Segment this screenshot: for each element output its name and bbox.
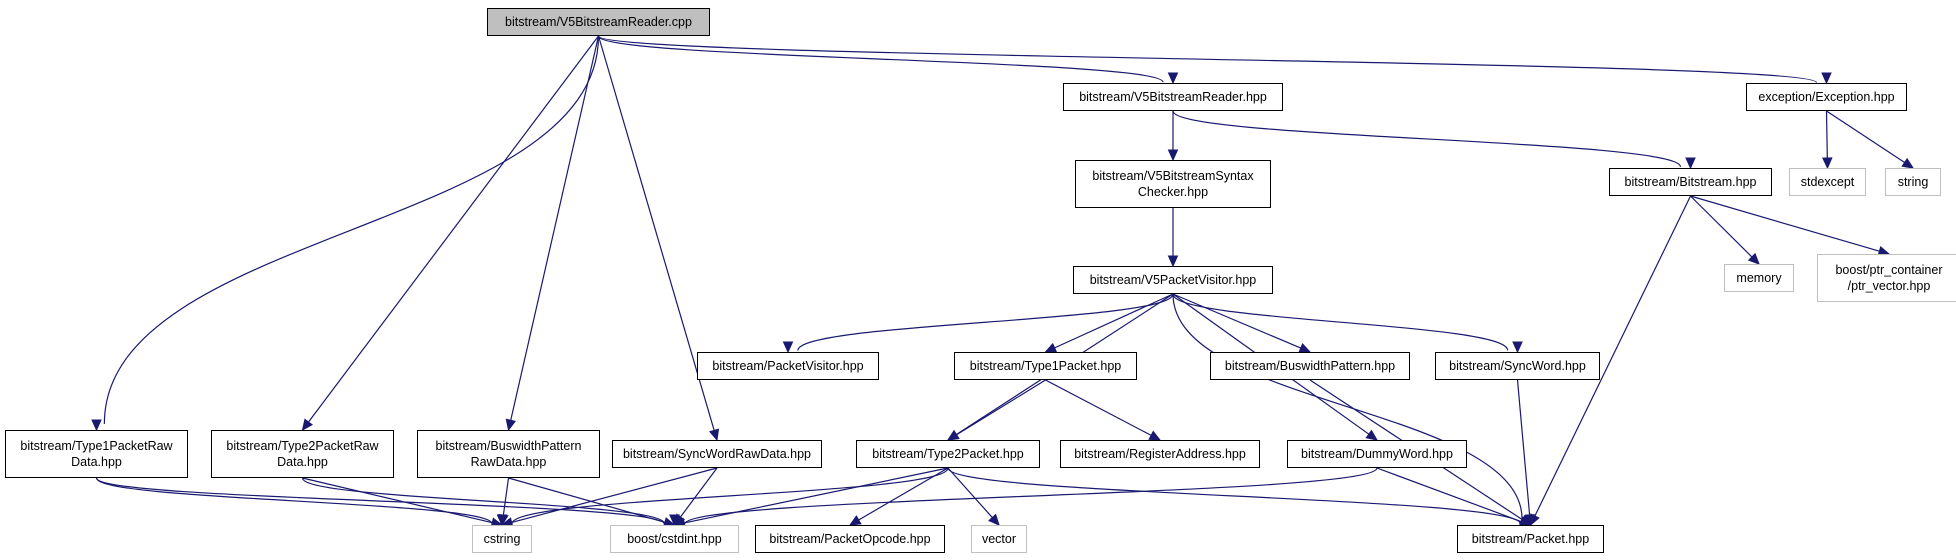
node-buswidthraw[interactable]: bitstream/BuswidthPattern RawData.hpp [417, 430, 600, 478]
node-v5reader-hpp[interactable]: bitstream/V5BitstreamReader.hpp [1063, 83, 1283, 111]
edge-root-to-exception-hpp [597, 35, 1832, 85]
edge-root-to-buswidthraw [505, 35, 600, 432]
edge-exception-hpp-to-stdexcept [1822, 110, 1833, 170]
node-dummyword[interactable]: bitstream/DummyWord.hpp [1287, 440, 1467, 468]
edge-exception-hpp-to-string [1826, 110, 1915, 169]
edge-root-to-v5reader-hpp [597, 35, 1179, 85]
edge-buswidthraw-to-cstring [498, 477, 510, 527]
node-packetvisitor[interactable]: bitstream/PacketVisitor.hpp [697, 352, 879, 380]
edge-bitstream-hpp-to-ptr-vector [1690, 195, 1891, 257]
node-memory: memory [1724, 264, 1794, 292]
edge-type2packet-to-vector [947, 467, 1000, 526]
edge-v5packetvisitor-to-syncword [1172, 293, 1523, 354]
node-type1raw[interactable]: bitstream/Type1PacketRaw Data.hpp [5, 430, 188, 478]
edge-v5reader-hpp-to-bitstream-hpp [1172, 110, 1696, 170]
node-buswidthpattern[interactable]: bitstream/BuswidthPattern.hpp [1210, 352, 1410, 380]
edge-type1raw-to-cstring [95, 477, 508, 527]
node-syntax-checker[interactable]: bitstream/V5BitstreamSyntax Checker.hpp [1075, 160, 1271, 208]
edge-type1packet-to-type2packet [946, 379, 1046, 441]
edge-type1packet-to-registeraddress [1045, 379, 1162, 441]
edge-root-to-type2raw [301, 35, 599, 431]
edge-syncwordraw-to-cstdint [673, 467, 718, 526]
edge-type2raw-to-cstdint [301, 477, 680, 527]
edge-v5packetvisitor-to-packetvisitor [782, 293, 1174, 354]
node-root[interactable]: bitstream/V5BitstreamReader.cpp [487, 8, 710, 36]
node-registeraddress[interactable]: bitstream/RegisterAddress.hpp [1060, 440, 1260, 468]
edge-root-to-syncwordraw [597, 35, 720, 442]
edge-root-to-type1raw [91, 35, 600, 432]
node-string: string [1885, 168, 1941, 196]
edge-type2packet-to-packetopcode [848, 467, 949, 526]
edge-bitstream-hpp-to-memory [1690, 195, 1760, 265]
node-v5packetvisitor[interactable]: bitstream/V5PacketVisitor.hpp [1073, 266, 1273, 294]
node-packetopcode[interactable]: bitstream/PacketOpcode.hpp [755, 525, 945, 553]
edge-buswidthraw-to-cstdint [508, 477, 676, 528]
node-bitstream-hpp[interactable]: bitstream/Bitstream.hpp [1609, 168, 1772, 196]
edge-dummyword-to-cstdint [669, 467, 1378, 527]
node-stdexcept: stdexcept [1789, 168, 1866, 196]
node-syncwordraw[interactable]: bitstream/SyncWordRawData.hpp [612, 440, 822, 468]
node-packet[interactable]: bitstream/Packet.hpp [1457, 525, 1604, 553]
node-syncword[interactable]: bitstream/SyncWord.hpp [1435, 352, 1600, 380]
node-cstdint: boost/cstdint.hpp [610, 525, 739, 553]
edge-type2packet-to-cstdint [673, 467, 949, 529]
node-type2packet[interactable]: bitstream/Type2Packet.hpp [856, 440, 1040, 468]
edge-syntax-checker-to-v5packetvisitor [1167, 208, 1179, 268]
node-type2raw[interactable]: bitstream/Type2PacketRaw Data.hpp [211, 430, 394, 478]
node-vector: vector [971, 525, 1027, 553]
node-ptr-vector: boost/ptr_container /ptr_vector.hpp [1817, 254, 1956, 302]
edge-type2packet-to-packet [947, 467, 1536, 527]
edge-v5packetvisitor-to-type1packet [1044, 293, 1174, 353]
node-exception-hpp[interactable]: exception/Exception.hpp [1746, 83, 1907, 111]
node-cstring: cstring [472, 525, 532, 553]
edge-v5reader-hpp-to-syntax-checker [1167, 111, 1179, 162]
node-type1packet[interactable]: bitstream/Type1Packet.hpp [954, 352, 1137, 380]
